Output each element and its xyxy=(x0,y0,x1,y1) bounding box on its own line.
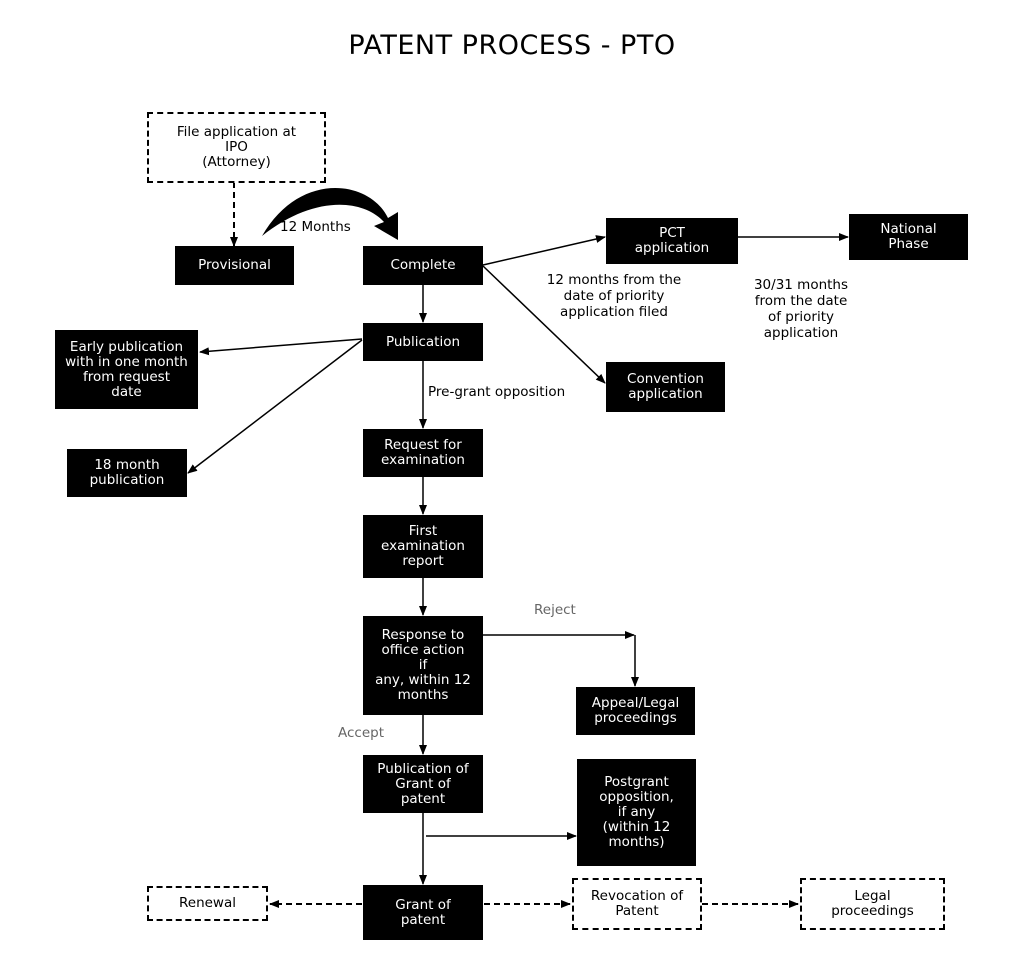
node-appeal-legal-proceedings: Appeal/Legal proceedings xyxy=(576,687,695,735)
node-renewal: Renewal xyxy=(147,886,268,921)
label-pre-grant-opposition: Pre-grant opposition xyxy=(428,384,566,400)
node-file-application: File application at IPO (Attorney) xyxy=(147,112,326,183)
node-convention-application: Convention application xyxy=(606,362,725,412)
diagram-title: PATENT PROCESS - PTO xyxy=(348,30,676,61)
curved-arrow-12-months xyxy=(262,187,398,240)
node-national-phase: National Phase xyxy=(849,214,968,260)
node-provisional: Provisional xyxy=(175,246,294,285)
node-pct-application: PCT application xyxy=(606,218,738,264)
node-publication: Publication xyxy=(363,323,483,361)
node-revocation-of-patent: Revocation of Patent xyxy=(572,878,702,930)
node-legal-proceedings: Legal proceedings xyxy=(800,878,945,930)
edge-complete-to-pct xyxy=(482,235,606,266)
label-reject: Reject xyxy=(534,602,576,618)
node-response-to-office-action: Response to office action if any, within… xyxy=(363,616,483,715)
node-first-examination-report: First examination report xyxy=(363,515,483,578)
node-postgrant-opposition: Postgrant opposition, if any (within 12 … xyxy=(577,759,696,866)
node-18-month-publication: 18 month publication xyxy=(67,449,187,497)
label-12-months: 12 Months xyxy=(280,219,351,235)
label-national-phase-timing: 30/31 months from the date of priority a… xyxy=(753,277,849,341)
node-request-for-examination: Request for examination xyxy=(363,429,483,477)
label-pct-timing: 12 months from the date of priority appl… xyxy=(546,272,682,320)
edge-publication-to-early xyxy=(199,338,363,356)
edge-publication-to-18month xyxy=(187,339,363,474)
node-early-publication: Early publication with in one month from… xyxy=(55,330,198,409)
node-complete: Complete xyxy=(363,246,483,285)
label-accept: Accept xyxy=(338,725,385,741)
edge-complete-to-convention xyxy=(482,265,606,384)
node-grant-of-patent: Grant of patent xyxy=(363,885,483,940)
node-publication-of-grant: Publication of Grant of patent xyxy=(363,755,483,813)
